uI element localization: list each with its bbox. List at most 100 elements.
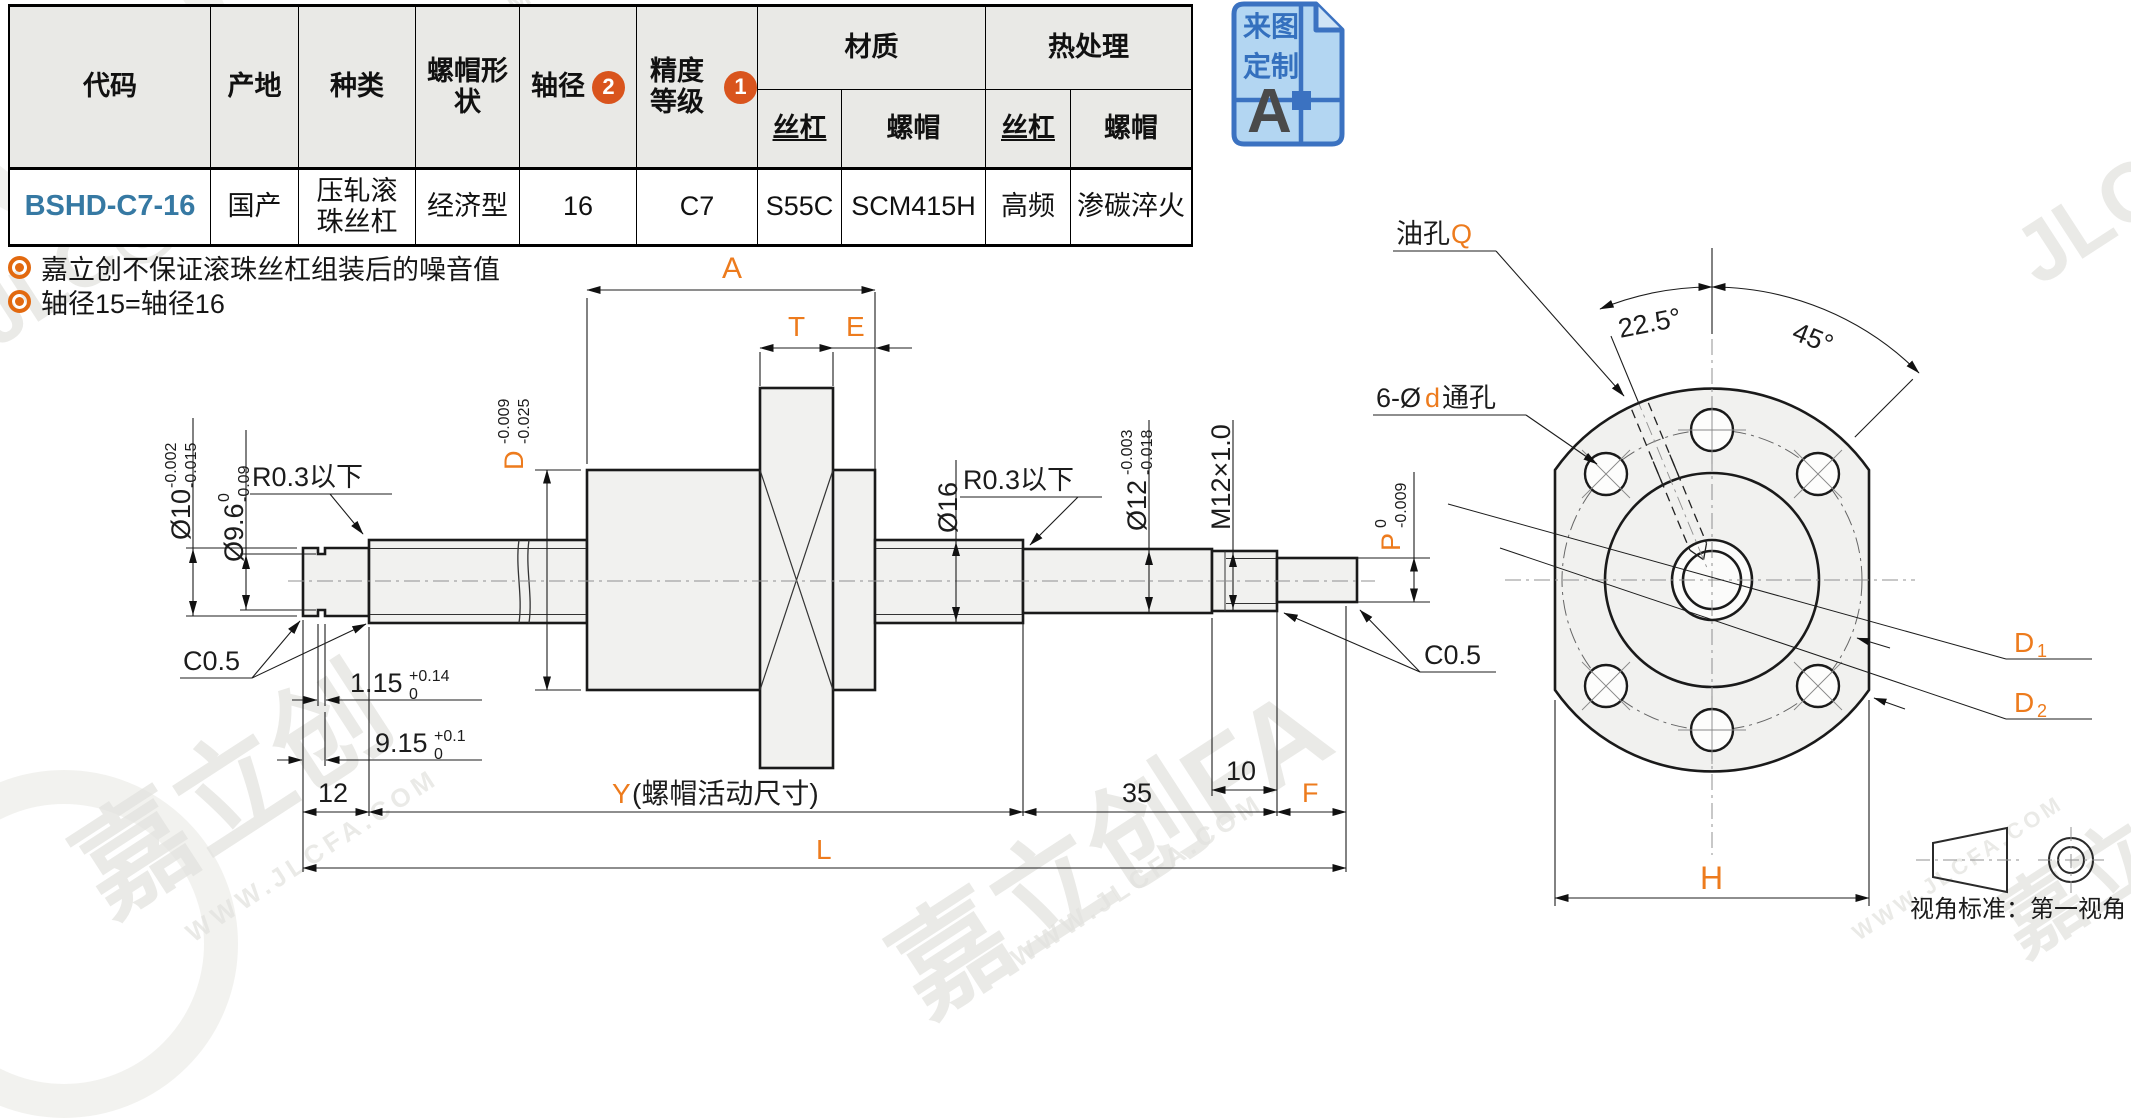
header-shaft-dia-label: 轴径 (531, 71, 585, 102)
svg-text:-0.018: -0.018 (1139, 430, 1156, 475)
note-line: 嘉立创不保证滚珠丝杠组装后的噪音值 (8, 250, 500, 285)
cell-origin: 国产 (211, 170, 299, 244)
cell-material-screw-value: S55C (765, 191, 834, 222)
dim-c05-left: C0.5 (183, 646, 240, 676)
header-material-nut: 螺帽 (842, 89, 986, 167)
svg-text:1.15: 1.15 (350, 668, 403, 698)
badge-line2: 定制 (1243, 50, 1299, 82)
header-material-screw-label[interactable]: 丝杠 (772, 112, 827, 143)
header-kind-label: 种类 (330, 71, 384, 102)
note-text: 嘉立创不保证滚珠丝杠组装后的噪音值 (41, 254, 500, 285)
left-journal (301, 546, 371, 618)
engineering-drawing: A T E D -0.009 -0.025 Ø10 -0.002 -0.015 … (163, 219, 2126, 921)
cell-nut-shape: 经济型 (416, 170, 520, 244)
svg-text:0: 0 (409, 686, 418, 703)
document-icon (1231, 1, 1345, 147)
dim-c05-right: C0.5 (1424, 640, 1481, 670)
first-angle-projection-icon (1916, 826, 2104, 894)
dim-D1: D (2014, 627, 2034, 658)
note-line: 轴径15=轴径16 (8, 284, 500, 319)
end-stub (1275, 556, 1359, 604)
dim-D1-sub: 1 (2037, 641, 2047, 661)
spec-table-row: BSHD-C7-16 国产 压轧滚珠丝杠 经济型 16 C7 S55C SCM4… (10, 170, 1191, 244)
dim-r03-right: R0.3以下 (963, 465, 1074, 495)
oil-hole-label: 油孔 (1396, 219, 1450, 249)
header-precision: 精度等级 1 (637, 7, 758, 167)
dim-T: T (788, 311, 805, 342)
dim-D2-sub: 2 (2037, 701, 2047, 721)
dim-9-15: 9.15 +0.1 0 (375, 728, 466, 763)
dim-35: 35 (1122, 778, 1152, 808)
svg-text:-0.09: -0.09 (236, 465, 253, 502)
cell-precision: C7 (637, 170, 758, 244)
cell-heat-nut: 渗碳淬火 (1071, 170, 1191, 244)
handle-square-icon (1292, 91, 1311, 110)
badge-letter: A (1247, 77, 1292, 146)
dim-dia10: Ø10 -0.002 -0.015 (163, 443, 200, 540)
cell-material-nut: SCM415H (842, 170, 986, 244)
dim-dia9-6: Ø9.6 0 -0.09 (216, 465, 253, 562)
dim-D2: D (2014, 687, 2034, 718)
header-heat-nut: 螺帽 (1071, 89, 1191, 167)
cell-shaft-dia: 16 (520, 170, 637, 244)
header-precision-label: 精度等级 (650, 55, 704, 117)
cell-kind-value: 压轧滚珠丝杠 (316, 175, 398, 237)
svg-text:-0.009: -0.009 (1393, 483, 1410, 528)
flange-end-view (1373, 248, 2092, 906)
header-heat-label: 热处理 (1048, 32, 1129, 63)
cell-precision-value: C7 (679, 191, 715, 222)
dim-E: E (846, 311, 865, 342)
folded-corner-icon (1313, 4, 1342, 33)
svg-text:M12×1.0: M12×1.0 (1206, 424, 1236, 530)
bullet-icon (8, 255, 31, 279)
svg-text:-0.009: -0.009 (496, 399, 513, 444)
cell-material-screw: S55C (758, 170, 842, 244)
svg-text:0: 0 (1373, 519, 1390, 528)
holes-label-suffix: 通孔 (1442, 383, 1496, 413)
cell-origin-value: 国产 (227, 191, 282, 222)
cell-heat-screw-value: 高频 (1001, 191, 1055, 222)
header-material-nut-label: 螺帽 (886, 112, 941, 143)
header-origin: 产地 (211, 7, 299, 167)
part-code-link[interactable]: BSHD-C7-16 (24, 190, 196, 223)
header-heat-screw-label[interactable]: 丝杠 (1001, 112, 1055, 143)
cell-nut-shape-value: 经济型 (427, 191, 508, 222)
holes-label-d: d (1425, 383, 1440, 413)
dim-F: F (1302, 778, 1319, 808)
badge-line1: 来图 (1243, 11, 1299, 42)
view-standard-label: 视角标准：第一视角 (1910, 896, 2126, 921)
svg-text:-0.003: -0.003 (1119, 430, 1136, 475)
dim-m12: M12×1.0 (1206, 424, 1236, 530)
svg-text:Ø16: Ø16 (933, 482, 963, 533)
custom-drawing-badge[interactable]: 来图 定制 A (1230, 0, 1354, 148)
cell-shaft-dia-value: 16 (562, 191, 594, 222)
header-nut-shape: 螺帽形状 (416, 7, 520, 167)
svg-text:0: 0 (434, 746, 443, 763)
angle-45: 45° (1788, 317, 1837, 360)
svg-text:-0.025: -0.025 (516, 399, 533, 444)
cell-kind: 压轧滚珠丝杠 (299, 170, 416, 244)
cell-heat-nut-value: 渗碳淬火 (1077, 191, 1185, 222)
svg-text:+0.14: +0.14 (409, 668, 450, 685)
header-code-label: 代码 (83, 71, 137, 102)
break-line (517, 539, 521, 624)
svg-text:Ø12: Ø12 (1122, 480, 1152, 531)
header-material-label: 材质 (844, 32, 899, 63)
header-code: 代码 (10, 7, 211, 167)
dim-H: H (1700, 860, 1723, 896)
cell-heat-screw: 高频 (986, 170, 1071, 244)
dim-10: 10 (1226, 756, 1256, 786)
dim-Y: Y (612, 778, 631, 809)
svg-text:D: D (499, 451, 529, 471)
holes-label-prefix: 6-Ø (1376, 383, 1421, 413)
header-material: 材质 (758, 7, 986, 89)
svg-text:-0.002: -0.002 (163, 443, 180, 488)
dim-12: 12 (318, 778, 348, 808)
bullet-icon (8, 289, 31, 313)
cell-material-nut-value: SCM415H (851, 191, 976, 222)
oil-passage (1610, 335, 1708, 570)
dim-dia16: Ø16 (933, 482, 963, 533)
dim-A: A (722, 252, 742, 285)
header-kind: 种类 (299, 7, 416, 167)
svg-text:P: P (1376, 533, 1406, 551)
